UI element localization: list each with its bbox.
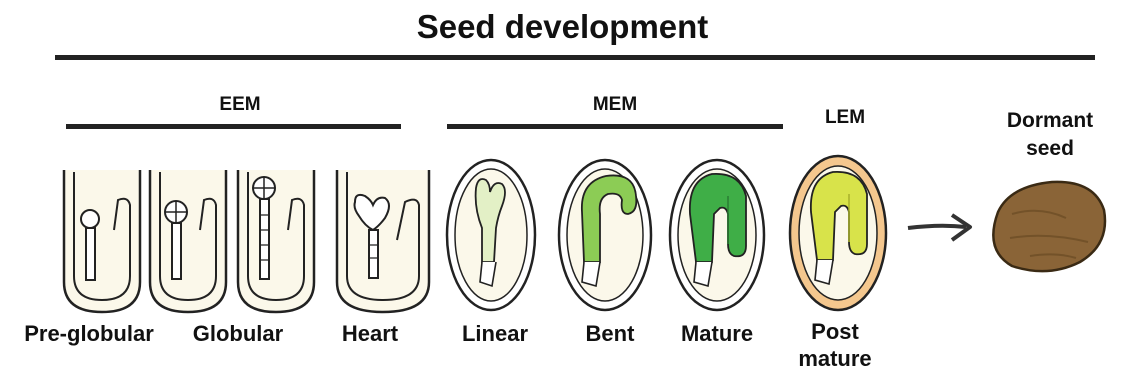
ovule-globular-late: [238, 170, 314, 312]
ovule-pre-globular: [64, 170, 140, 312]
seed-linear: [447, 160, 535, 310]
seed-mature: [670, 160, 764, 310]
title-underline: [55, 55, 1095, 60]
ovule-coat: [150, 170, 226, 312]
ovule-coat: [238, 170, 314, 312]
suspensor: [260, 199, 269, 279]
dormant-seed: [993, 182, 1105, 271]
ovule-coat: [64, 170, 140, 312]
arrow-to-dormant-seed: [908, 215, 970, 240]
seed-post-mature: [790, 156, 886, 310]
eem-bar: [66, 124, 401, 129]
suspensor: [86, 228, 95, 280]
suspensor: [369, 230, 378, 278]
suspensor: [172, 223, 181, 279]
ovule-heart: [337, 170, 429, 312]
seed-bent: [559, 160, 651, 310]
mem-bar: [447, 124, 783, 129]
embryo-proper: [81, 210, 99, 228]
ovule-globular: [150, 170, 226, 312]
